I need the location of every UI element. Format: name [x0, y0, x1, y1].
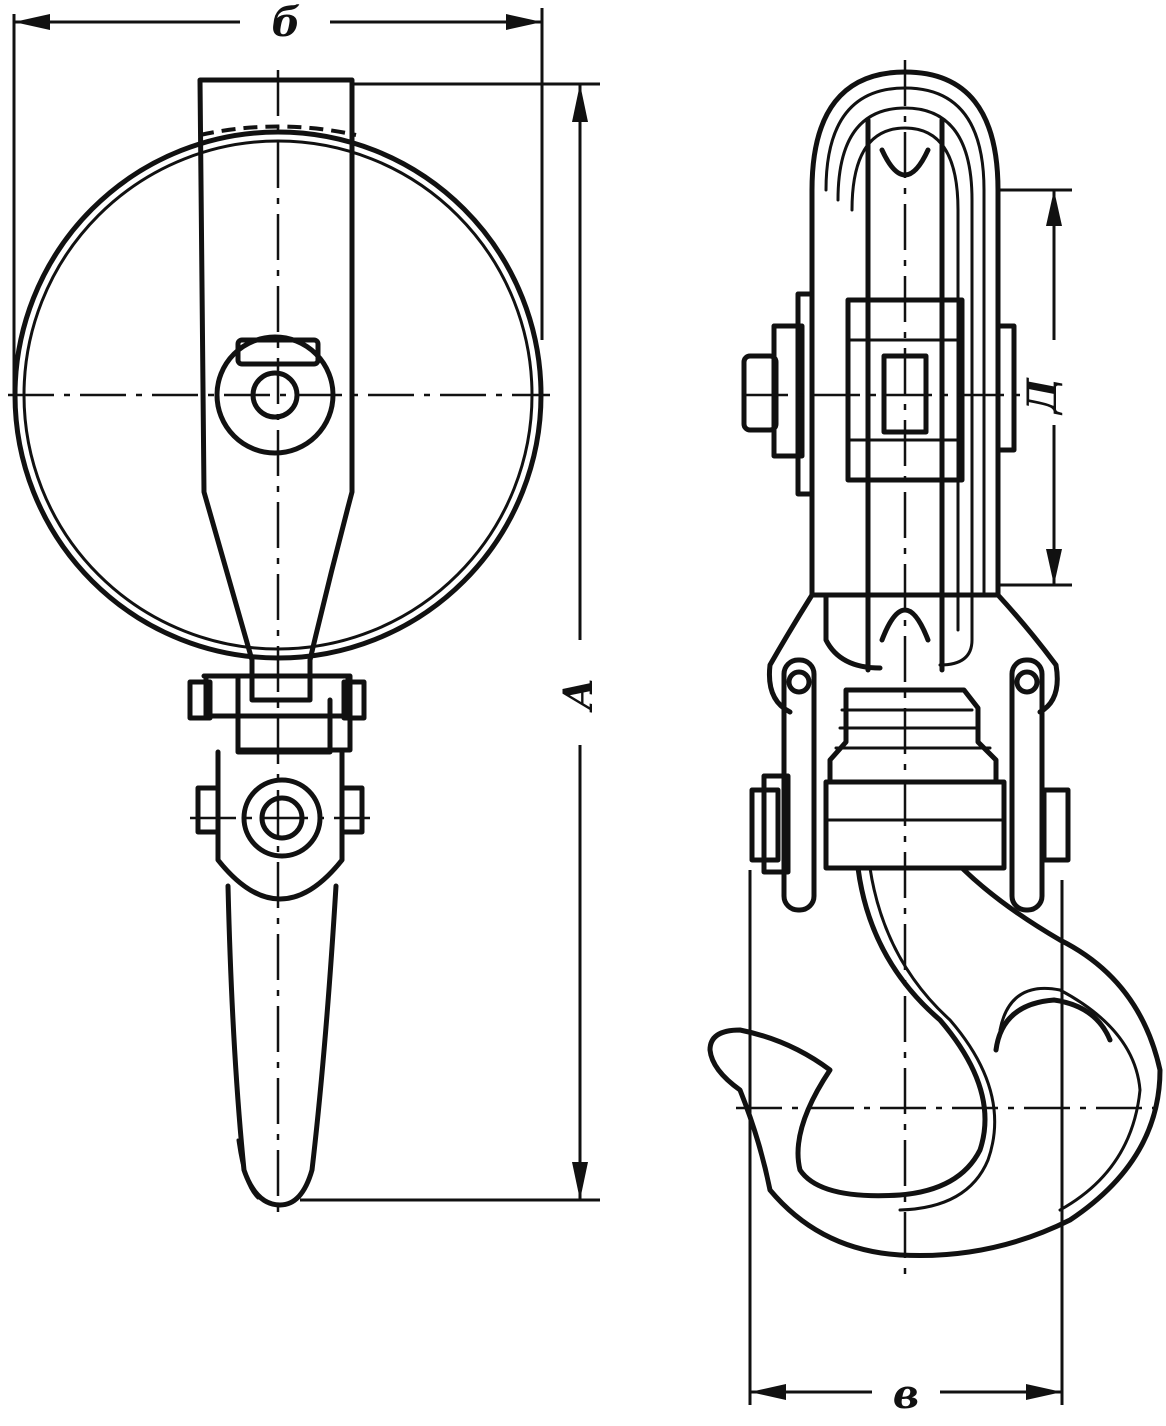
strap-plate	[197, 77, 355, 703]
label-width-b: б	[272, 0, 301, 46]
label-hook-b: в	[893, 1371, 919, 1418]
label-height-a: А	[555, 678, 602, 714]
clevis	[187, 673, 367, 902]
dimension-width-b: б	[12, 0, 544, 395]
strap-loop	[809, 69, 1001, 671]
swivel-housing	[823, 687, 1007, 871]
hook	[707, 865, 1163, 1259]
shank	[225, 883, 339, 1208]
dimension-height-a: А	[300, 82, 602, 1202]
dimension-sheave-d: Д	[998, 188, 1072, 587]
label-sheave-d: Д	[1019, 377, 1066, 416]
side-links	[749, 592, 1071, 913]
front-view: б А	[8, 0, 602, 1215]
side-view: Д в	[707, 60, 1163, 1418]
dimension-hook-b: в	[748, 870, 1064, 1418]
